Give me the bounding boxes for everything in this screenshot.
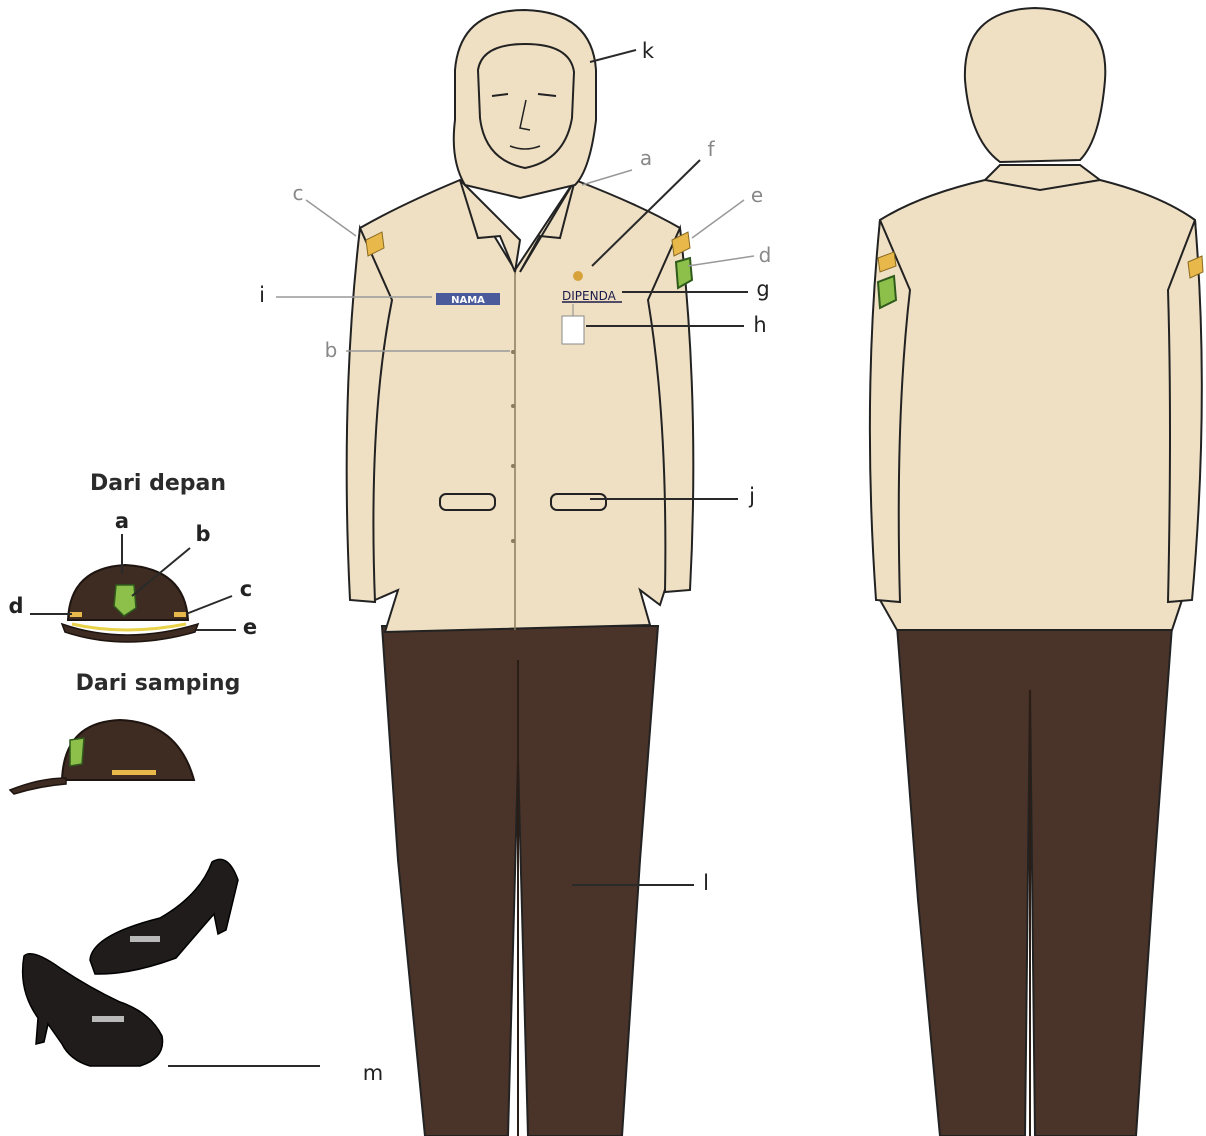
cap-front-title: Dari depan: [90, 471, 226, 496]
label-b: b: [325, 338, 338, 362]
right-pocket-flap: [551, 494, 606, 510]
label-g: g: [756, 277, 769, 301]
cap-front-view: Dari depan a b c d e: [8, 471, 257, 642]
left-pocket-flap: [440, 494, 495, 510]
front-pants: [382, 626, 658, 1136]
label-l: l: [703, 871, 709, 895]
label-d: d: [759, 243, 772, 267]
name-tag-text: NAMA: [451, 295, 485, 306]
label-i: i: [259, 283, 265, 307]
back-pants: [897, 626, 1172, 1136]
label-e: e: [751, 183, 763, 207]
front-figure: NAMA DIPENDA: [347, 10, 694, 1136]
label-j: j: [748, 484, 755, 508]
cap-label-d: d: [8, 594, 23, 618]
label-f: f: [707, 137, 715, 161]
label-m: m: [363, 1061, 383, 1085]
shoes: [23, 859, 238, 1066]
back-figure: [870, 8, 1203, 1136]
back-head: [965, 8, 1105, 162]
label-k: k: [642, 39, 655, 63]
shoe-front: [23, 954, 163, 1066]
right-arm-badge: [676, 258, 692, 288]
label-a: a: [640, 146, 652, 170]
cap-side-view: Dari samping: [10, 671, 240, 794]
label-h: h: [753, 313, 766, 337]
cap-label-c: c: [240, 577, 252, 601]
cap-label-a: a: [115, 509, 129, 533]
cap-label-b: b: [195, 522, 210, 546]
id-card: [562, 316, 584, 344]
office-badge-text: DIPENDA: [562, 289, 617, 303]
emblem: [573, 271, 583, 281]
cap-side-title: Dari samping: [76, 671, 241, 696]
shoe-back: [90, 859, 238, 974]
cap-label-e: e: [243, 615, 257, 639]
label-c: c: [293, 181, 304, 205]
back-jacket: [872, 180, 1199, 630]
